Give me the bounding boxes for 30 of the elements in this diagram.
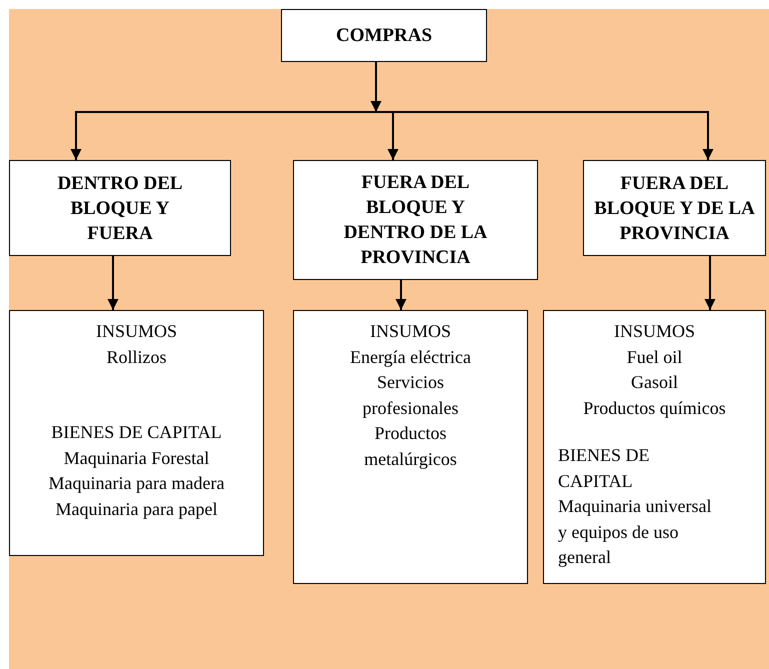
box-title: FUERA DEL BLOQUE Y DE LA PROVINCIA bbox=[593, 172, 756, 246]
list-text: Fuel oil bbox=[626, 346, 684, 368]
list-text: INSUMOS bbox=[612, 320, 696, 343]
list-text: Productos metalúrgicos bbox=[363, 422, 458, 471]
list-text: Maquinaria Forestal bbox=[62, 446, 210, 470]
list-box bbox=[9, 310, 264, 556]
list-text: BIENES DE CAPITAL bbox=[50, 421, 223, 444]
category-box bbox=[293, 160, 538, 280]
category-box bbox=[583, 160, 766, 256]
box-title: DENTRO DEL BLOQUE Y FUERA bbox=[56, 172, 184, 246]
list-text: Rollizos bbox=[105, 346, 168, 368]
list-text: Servicios profesionales bbox=[362, 371, 460, 420]
list-text: Gasoil bbox=[630, 371, 679, 394]
list-text: Productos químicos bbox=[582, 396, 727, 420]
list-text: INSUMOS bbox=[94, 320, 178, 343]
box-title: COMPRAS bbox=[334, 24, 434, 48]
list-box bbox=[543, 310, 766, 584]
list-text: Energía eléctrica bbox=[348, 346, 472, 369]
list-text: INSUMOS bbox=[368, 320, 452, 343]
list-text: BIENES DE CAPITAL bbox=[557, 444, 650, 492]
category-box bbox=[281, 9, 487, 62]
category-box bbox=[9, 160, 231, 256]
list-box bbox=[293, 310, 528, 584]
arrow bbox=[396, 280, 406, 310]
list-text: Maquinaria para madera bbox=[48, 472, 226, 495]
arrow bbox=[108, 256, 118, 310]
list-text: Maquinaria universal y equipos de uso general bbox=[557, 495, 712, 569]
box-title: FUERA DEL BLOQUE Y DENTRO DE LA PROVINCIA bbox=[342, 171, 488, 270]
list-text: Maquinaria para papel bbox=[54, 498, 218, 521]
arrow bbox=[704, 256, 716, 310]
